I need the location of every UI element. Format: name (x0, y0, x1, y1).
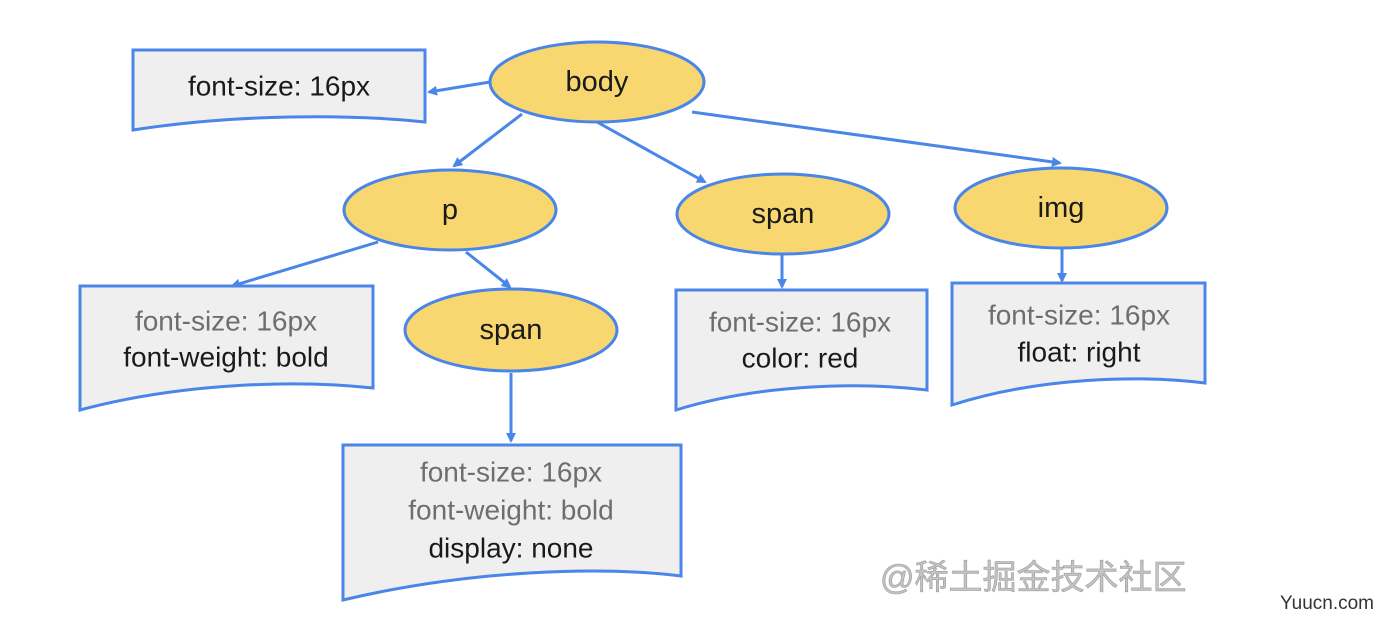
edge-body-to-img (691, 110, 1062, 167)
node-p: p (342, 168, 558, 252)
style-box-p: font-size: 16px font-weight: bold (78, 284, 375, 412)
node-p-shape (342, 168, 558, 252)
node-body-label: body (566, 66, 629, 98)
style-box-img: font-size: 16px float: right (950, 281, 1207, 408)
edges (230, 80, 1067, 443)
style-box-img-shape (950, 281, 1207, 408)
node-img: img (953, 166, 1169, 250)
style-box-img-line-1: font-size: 16px (988, 300, 1170, 331)
style-box-span-body-shape (674, 288, 929, 413)
watermark-text: @稀土掘金技术社区 (880, 559, 1187, 597)
style-box-body-shape (131, 48, 427, 132)
node-span-p-label: span (480, 314, 543, 346)
style-box-body: font-size: 16px (131, 48, 427, 132)
style-box-span-p-shape (341, 443, 683, 602)
style-box-body-line-1: font-size: 16px (188, 71, 370, 102)
style-box-span-p-line-3: display: none (428, 533, 593, 564)
style-box-span-p: font-size: 16px font-weight: bold displa… (341, 443, 683, 602)
edge-body-to-p (452, 112, 523, 168)
style-box-span-p-line-1: font-size: 16px (420, 457, 602, 488)
node-img-label: img (1038, 192, 1085, 224)
node-span-p-shape (403, 287, 619, 373)
node-span-body: span (675, 172, 891, 256)
edge-body-to-body-style (427, 80, 491, 96)
edge-p-to-span (465, 250, 512, 289)
style-box-span-body-line-1: font-size: 16px (709, 307, 891, 338)
node-p-label: p (442, 194, 458, 226)
style-box-span-body-line-2: color: red (742, 343, 859, 374)
style-box-p-line-1: font-size: 16px (135, 306, 317, 337)
style-box-span-body: font-size: 16px color: red (674, 288, 929, 413)
node-span-body-label: span (752, 198, 815, 230)
style-box-span-p-line-2: font-weight: bold (408, 495, 613, 526)
node-span-p: span (403, 287, 619, 373)
style-box-p-line-2: font-weight: bold (123, 342, 328, 373)
node-body: body (488, 40, 706, 124)
site-label: Yuucn.com (1280, 593, 1374, 614)
node-span-body-shape (675, 172, 891, 256)
edge-body-to-span (596, 120, 707, 184)
edge-p-to-p-style (230, 240, 379, 289)
node-img-shape (953, 166, 1169, 250)
style-box-p-shape (78, 284, 375, 412)
node-body-shape (488, 40, 706, 124)
style-box-img-line-2: float: right (1018, 337, 1141, 368)
